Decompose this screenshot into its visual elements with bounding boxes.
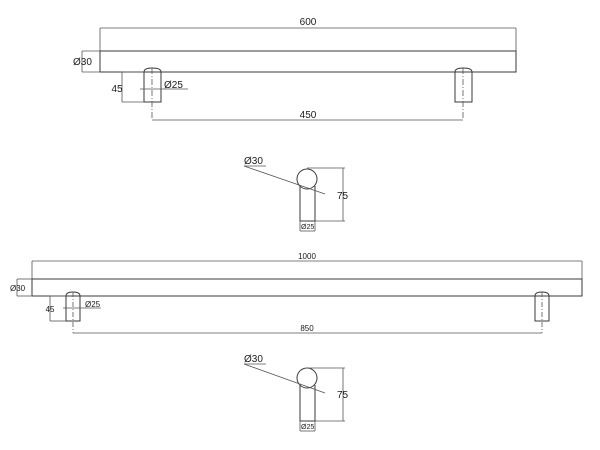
bar: [31, 278, 583, 297]
bar-diameter-label: Ø30: [244, 156, 263, 167]
leg-height-label: 45: [46, 305, 55, 314]
bar-section: [296, 168, 318, 190]
leg-diameter-label: Ø25: [301, 224, 314, 231]
overall-length-label: 1000: [298, 252, 316, 261]
leg-diameter-label: Ø25: [164, 80, 183, 91]
height-label: 75: [337, 191, 349, 202]
overall-length-label: 600: [300, 17, 317, 28]
right-leg: [454, 67, 473, 103]
center-distance-label: 450: [300, 110, 317, 121]
leg-height-label: 45: [111, 84, 123, 95]
handle-600-front-view: 600 Ø30 Ø25 45 450: [73, 17, 517, 121]
leg-diameter-label: Ø25: [85, 300, 101, 309]
leg-diameter-label: Ø25: [301, 424, 314, 431]
bar-diameter-label: Ø30: [73, 57, 92, 68]
left-leg: [143, 67, 162, 103]
side-view-1000: Ø30 75 Ø25: [243, 354, 349, 432]
center-distance-label: 850: [300, 324, 314, 333]
bar-diameter-label: Ø30: [244, 354, 263, 365]
bar-diameter-label: Ø30: [10, 284, 26, 293]
bar: [99, 50, 517, 73]
height-label: 75: [337, 390, 349, 401]
side-view-600: Ø30 75 Ø25: [243, 156, 349, 232]
handle-1000-front-view: 1000 Ø30 Ø25 45 850: [10, 252, 583, 334]
